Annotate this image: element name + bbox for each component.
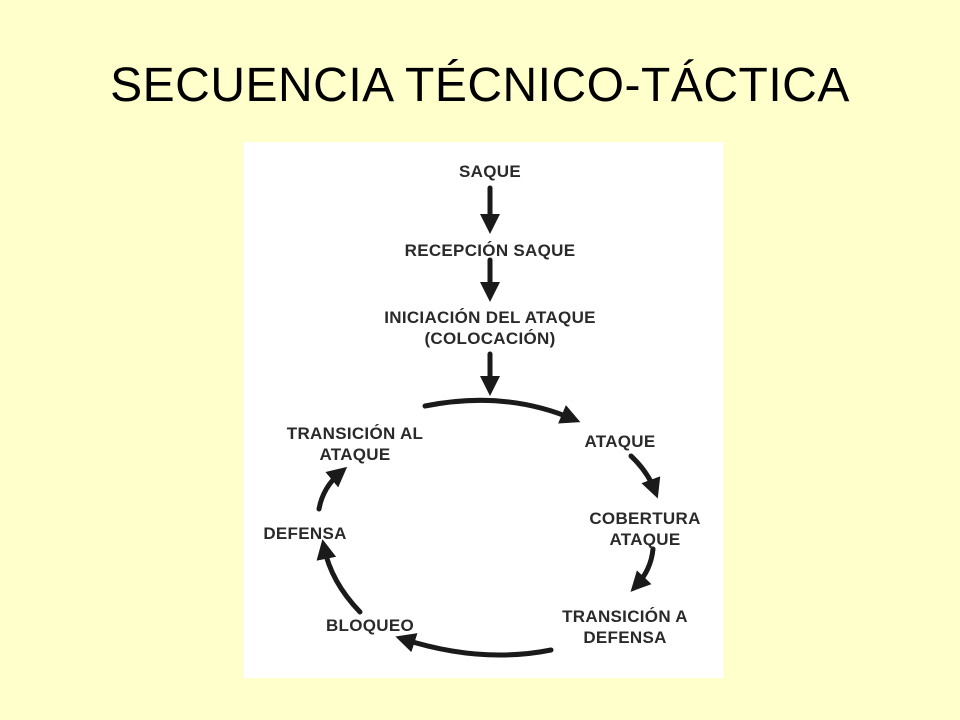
step-saque: SAQUE bbox=[430, 161, 550, 182]
arrow-transicion-bloqueo bbox=[395, 633, 554, 658]
step-defensa: DEFENSA bbox=[245, 523, 365, 544]
step-transicion-ataque-line1: TRANSICIÓN AL bbox=[286, 424, 424, 443]
step-saque-label: SAQUE bbox=[459, 162, 521, 181]
step-transicion-defensa: TRANSICIÓN A DEFENSA bbox=[540, 606, 710, 648]
step-iniciacion-ataque: INICIACIÓN DEL ATAQUE (COLOCACIÓN) bbox=[320, 307, 660, 349]
step-iniciacion-line2: (COLOCACIÓN) bbox=[424, 329, 556, 348]
step-transicion-ataque-line2: ATAQUE bbox=[319, 445, 391, 464]
arrow-defensa-transicion bbox=[316, 466, 348, 512]
slide-title: SECUENCIA TÉCNICO-TÁCTICA bbox=[110, 59, 850, 112]
step-transicion-ataque: TRANSICIÓN AL ATAQUE bbox=[265, 423, 445, 465]
step-iniciacion-line1: INICIACIÓN DEL ATAQUE bbox=[384, 308, 596, 327]
diagram-arrows bbox=[316, 185, 661, 658]
arrow-ataque-cobertura bbox=[628, 453, 661, 499]
arrow-cobertura-transicion bbox=[630, 546, 656, 592]
step-ataque-label: ATAQUE bbox=[584, 432, 656, 451]
step-recepcion-saque: RECEPCIÓN SAQUE bbox=[360, 240, 620, 261]
step-bloqueo-label: BLOQUEO bbox=[325, 616, 415, 635]
step-cobertura-ataque: COBERTURA ATAQUE bbox=[570, 508, 720, 550]
step-transicion-defensa-line2: DEFENSA bbox=[583, 628, 667, 647]
arrow-bloqueo-defensa bbox=[316, 539, 363, 615]
step-ataque: ATAQUE bbox=[560, 431, 680, 452]
step-cobertura-line1: COBERTURA bbox=[589, 509, 701, 528]
sequence-diagram: SAQUE RECEPCIÓN SAQUE INICIACIÓN DEL ATA… bbox=[243, 142, 723, 678]
step-transicion-defensa-line1: TRANSICIÓN A bbox=[562, 607, 688, 626]
step-defensa-label: DEFENSA bbox=[263, 524, 347, 543]
step-recepcion-label: RECEPCIÓN SAQUE bbox=[404, 241, 576, 260]
step-bloqueo: BLOQUEO bbox=[310, 615, 430, 636]
step-cobertura-line2: ATAQUE bbox=[609, 530, 681, 549]
arrow-transicion-ataque bbox=[422, 397, 581, 424]
